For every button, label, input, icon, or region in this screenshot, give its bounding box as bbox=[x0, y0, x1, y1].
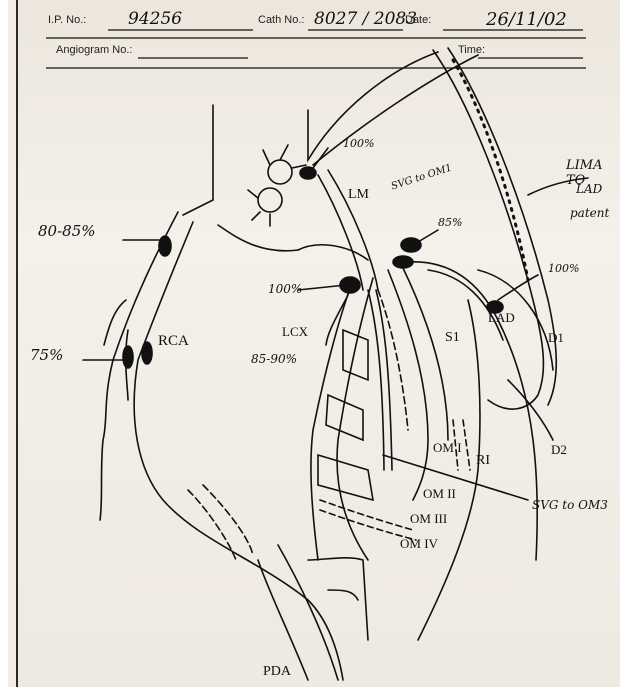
lesion-rca-prox bbox=[159, 236, 171, 256]
label-d2: D2 bbox=[551, 442, 567, 458]
om-branch-box-2 bbox=[326, 395, 363, 440]
lima-graft-inner bbox=[448, 48, 556, 405]
label-om2: OM II bbox=[423, 486, 456, 502]
annot-lad-mid: 100% bbox=[548, 262, 579, 275]
om-vessel-1 bbox=[388, 270, 428, 500]
label-pda: PDA bbox=[263, 664, 291, 680]
annot-graft-top: 100% bbox=[343, 137, 374, 150]
graft-ostium-1 bbox=[268, 160, 292, 184]
lesion-lad-2 bbox=[393, 256, 413, 268]
pda-vessel-3 bbox=[308, 558, 368, 640]
aorta-base bbox=[218, 225, 298, 251]
graft-ostium-2 bbox=[258, 188, 282, 212]
lima-graft-outer bbox=[433, 50, 543, 409]
label-om3: OM III bbox=[410, 511, 447, 527]
lm-vessel bbox=[298, 245, 368, 260]
om-branch-box-3 bbox=[318, 455, 373, 500]
annot-lcx-prox: 100% bbox=[268, 282, 302, 296]
aorta-left-wall bbox=[183, 105, 213, 215]
label-om1: OM I bbox=[433, 440, 462, 456]
arrow-lcx-dist bbox=[326, 295, 348, 345]
lesion-graft-top bbox=[300, 167, 316, 179]
pda-branch bbox=[328, 590, 358, 600]
annot-rca-mid: 75% bbox=[30, 346, 63, 364]
label-om4: OM IV bbox=[400, 536, 438, 552]
label-ri: RI bbox=[476, 453, 490, 469]
rca-vessel-left bbox=[100, 212, 178, 520]
annot-lad-word: LAD bbox=[576, 182, 602, 196]
lima-graft-ladder bbox=[453, 60, 528, 280]
lesion-rca-mid-2 bbox=[142, 342, 152, 364]
lesion-lad-prox bbox=[401, 238, 421, 252]
ri-dash bbox=[463, 420, 470, 470]
annot-patent: patent bbox=[570, 206, 609, 220]
label-lm: LM bbox=[348, 187, 369, 203]
label-d1: D1 bbox=[548, 330, 564, 346]
annot-rca-prox: 80-85% bbox=[38, 222, 96, 240]
rca-branch-1 bbox=[104, 300, 126, 345]
coronary-diagram bbox=[8, 0, 626, 687]
annot-lcx-dist: 85-90% bbox=[251, 352, 297, 366]
lesion-rca-mid-1 bbox=[123, 346, 133, 368]
arrow-lcx bbox=[298, 285, 346, 290]
label-s1: S1 bbox=[445, 330, 460, 346]
label-lad: LAD bbox=[488, 310, 515, 326]
d2-vessel bbox=[508, 380, 553, 440]
annot-svg-om3: SVG to OM3 bbox=[532, 498, 608, 512]
om-vessel-2 bbox=[403, 268, 448, 440]
om-branch-box-1 bbox=[343, 330, 368, 380]
label-lcx: LCX bbox=[282, 324, 308, 340]
pda-vessel-1 bbox=[258, 560, 308, 680]
pda-vessel-2 bbox=[278, 545, 338, 680]
graft-arch-1 bbox=[313, 55, 478, 165]
annot-lad-prox: 85% bbox=[438, 216, 462, 229]
ostium-1-rays bbox=[263, 145, 306, 168]
arrow-lad-prox bbox=[413, 230, 438, 245]
label-rca: RCA bbox=[158, 333, 189, 350]
